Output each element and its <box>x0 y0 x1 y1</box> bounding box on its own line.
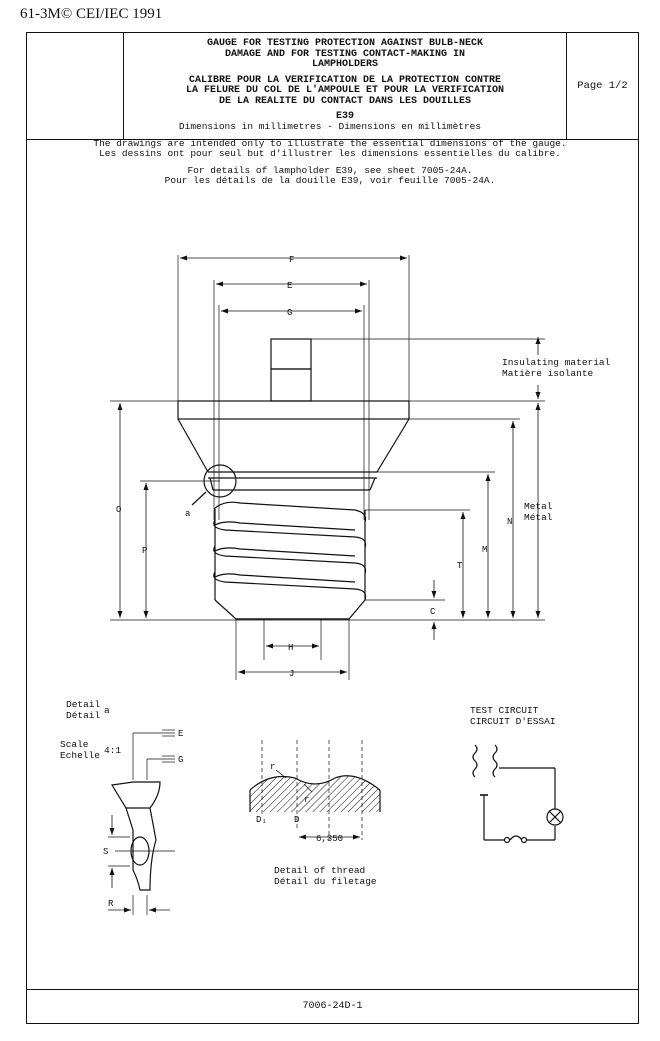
title-block-title: GAUGE FOR TESTING PROTECTION AGAINST BUL… <box>124 33 566 145</box>
detail-a-dim-G: G <box>178 755 183 765</box>
metal-label: Metal Métal <box>524 501 553 523</box>
gauge-main-view <box>110 255 545 680</box>
title-english: GAUGE FOR TESTING PROTECTION AGAINST BUL… <box>124 38 566 71</box>
thread-detail-drawing <box>249 740 381 840</box>
title-en-line: GAUGE FOR TESTING PROTECTION AGAINST BUL… <box>206 38 484 49</box>
detail-a-dim-R: R <box>108 899 114 909</box>
thread-pitch-label: 6,350 <box>316 834 343 844</box>
dim-label-M: M <box>482 545 487 555</box>
thread-radius-r2: r <box>304 795 309 805</box>
thread-d-label: D <box>294 815 299 825</box>
detail-a-labels: E G S R <box>103 729 183 909</box>
scale-label: Scale Echelle <box>60 739 100 761</box>
detail-a-dim-S: S <box>103 847 108 857</box>
circuit-fuse <box>509 835 523 841</box>
details-en: For details of lampholder E39, see sheet… <box>187 164 473 176</box>
title-en-line: DAMAGE AND FOR TESTING CONTACT-MAKING IN <box>224 48 466 60</box>
lampholder-code: E39 <box>335 111 354 122</box>
title-french: CALIBRE POUR LA VERIFICATION DE LA PROTE… <box>124 74 566 108</box>
gauge-thread <box>213 501 367 601</box>
page-number: Page 1/2 <box>566 33 638 139</box>
dim-label-F: F <box>289 255 294 265</box>
purpose-fr: Les dessins ont pour seul but d'illustre… <box>99 148 561 159</box>
title-block-left-cell <box>27 33 124 139</box>
dimensions-note: Dimensions in millimetres - Dimensions e… <box>178 121 482 132</box>
circuit-coil-right <box>492 744 498 778</box>
gauge-contact-pin <box>270 338 312 370</box>
gauge-cone <box>177 418 410 473</box>
details-fr: Pour les détails de la douille E39, voir… <box>164 175 496 186</box>
test-circuit-diagram <box>472 744 564 844</box>
title-block: GAUGE FOR TESTING PROTECTION AGAINST BUL… <box>27 33 638 140</box>
thread-detail-caption: Detail of thread Détail du filetage <box>274 865 377 887</box>
main-dimension-labels: F E G O P N M T C H J a <box>116 255 512 679</box>
title-fr-line: CALIBRE POUR LA VERIFICATION DE LA PROTE… <box>188 74 502 86</box>
intro-notes: Dimensions in millimetres - Dimensions e… <box>0 121 660 187</box>
dim-label-J: J <box>289 669 294 679</box>
dim-label-T: T <box>457 561 463 571</box>
dim-label-H: H <box>288 643 293 653</box>
title-fr-line: LA FELURE DU COL DE L'AMPOULE ET POUR LA… <box>185 85 505 96</box>
dim-label-E: E <box>287 281 292 291</box>
title-en-line: LAMPHOLDERS <box>311 59 378 70</box>
sheet-number: 7006-24D-1 <box>27 989 638 1023</box>
gauge-insulator-stem <box>270 368 312 402</box>
detail-a-dim-E: E <box>178 729 183 739</box>
drawing-sheet: GAUGE FOR TESTING PROTECTION AGAINST BUL… <box>26 32 639 1024</box>
dim-label-N: N <box>507 517 512 527</box>
dim-label-P: P <box>142 546 147 556</box>
thread-d1-label: D₁ <box>256 815 267 825</box>
dim-label-O: O <box>116 505 121 515</box>
dim-label-C: C <box>430 607 436 617</box>
test-circuit-title: TEST CIRCUIT CIRCUIT D'ESSAI <box>470 705 556 727</box>
detail-a-marker: a <box>104 705 110 716</box>
thread-radius-r1: r <box>270 762 275 772</box>
gauge-flange <box>177 400 410 420</box>
dim-label-a: a <box>185 509 191 519</box>
thread-detail-labels: r r D₁ D 6,350 <box>256 762 343 844</box>
dim-label-G: G <box>287 308 292 318</box>
insulating-material-label: Insulating material Matière isolante <box>502 357 611 379</box>
purpose-en: The drawings are intended only to illust… <box>93 137 567 149</box>
scale-value: 4:1 <box>104 745 122 756</box>
standard-reference: 61-3M© CEI/IEC 1991 <box>20 6 163 22</box>
detail-a-title: Detail Détail <box>66 699 101 721</box>
title-fr-line: DE LA REALITE DU CONTACT DANS LES DOUILL… <box>218 95 472 107</box>
detail-a-drawing <box>108 729 175 915</box>
circuit-coil-left <box>472 744 478 778</box>
